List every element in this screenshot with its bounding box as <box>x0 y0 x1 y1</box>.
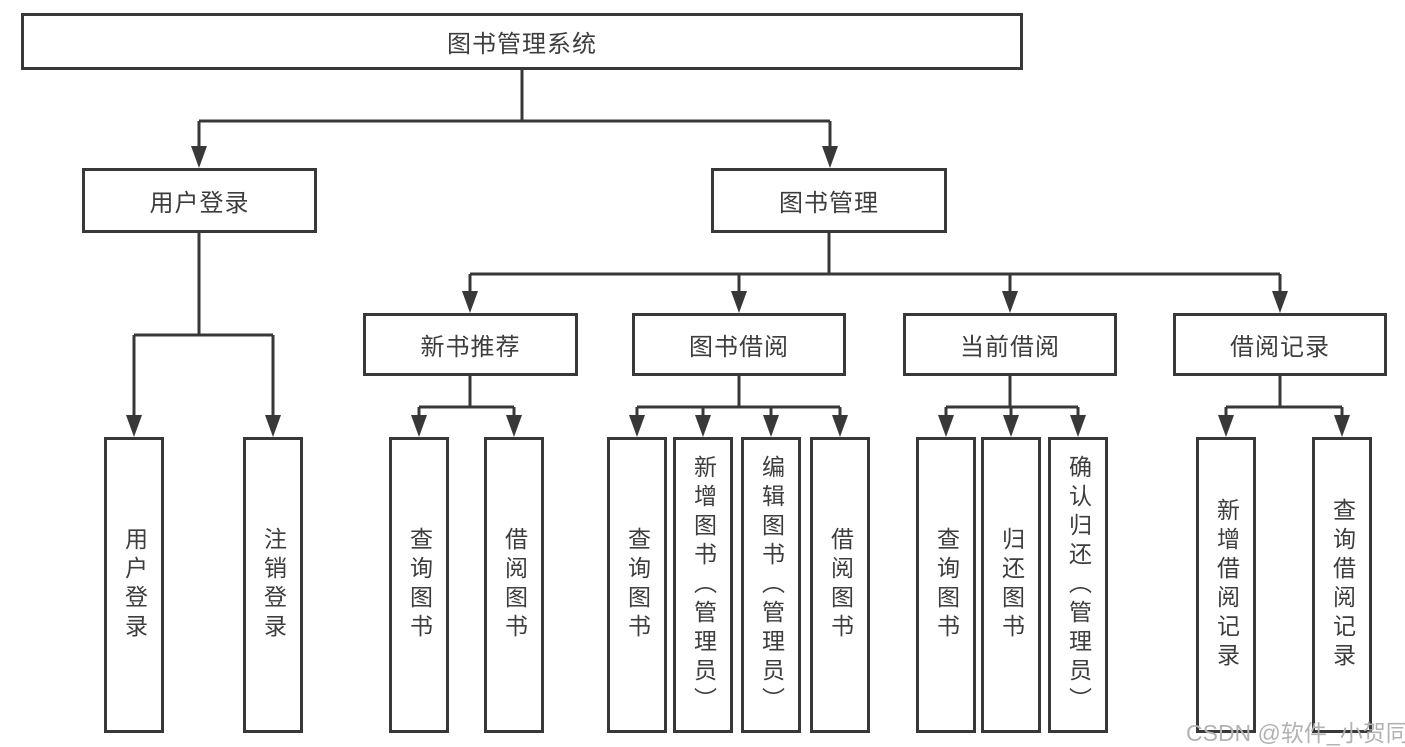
leaf-query-book-1-label: 查询图书 <box>406 527 433 643</box>
leaf-add-borrow-record: 新增借阅记录 <box>1196 437 1256 733</box>
connector-root <box>197 70 832 150</box>
leaf-add-book-admin-label: 新增图书（管理员） <box>690 454 717 716</box>
connector-current-borrow <box>944 376 1080 419</box>
leaf-query-book-2-label: 查询图书 <box>624 527 651 643</box>
node-book-management: 图书管理 <box>711 168 947 233</box>
connector-borrow-record <box>1224 376 1344 419</box>
leaf-add-book-admin: 新增图书（管理员） <box>673 437 733 733</box>
leaf-query-book-3: 查询图书 <box>916 437 976 733</box>
leaf-add-borrow-record-label: 新增借阅记录 <box>1213 498 1240 672</box>
connector-user-login <box>132 233 275 419</box>
leaf-borrow-book-1: 借阅图书 <box>484 437 544 733</box>
node-new-book-recommend: 新书推荐 <box>363 313 578 376</box>
leaf-edit-book-admin-label: 编辑图书（管理员） <box>758 454 785 716</box>
leaf-borrow-book-2: 借阅图书 <box>810 437 870 733</box>
leaf-user-login: 用户登录 <box>104 437 164 733</box>
connector-new-book <box>417 376 516 419</box>
leaf-borrow-book-1-label: 借阅图书 <box>501 527 528 643</box>
leaf-user-login-label: 用户登录 <box>121 527 148 643</box>
leaf-query-borrow-record-label: 查询借阅记录 <box>1329 498 1356 672</box>
leaf-query-borrow-record: 查询借阅记录 <box>1312 437 1372 733</box>
leaf-query-book-1: 查询图书 <box>389 437 449 733</box>
leaf-return-book-label: 归还图书 <box>998 527 1025 643</box>
node-current-borrow: 当前借阅 <box>903 313 1117 376</box>
leaf-logout: 注销登录 <box>243 437 303 733</box>
csdn-watermark: CSDN @软件_小贺同学 <box>1186 720 1405 746</box>
leaf-return-book: 归还图书 <box>981 437 1041 733</box>
leaf-query-book-2: 查询图书 <box>607 437 667 733</box>
leaf-edit-book-admin: 编辑图书（管理员） <box>741 437 801 733</box>
node-book-borrow: 图书借阅 <box>632 313 846 376</box>
node-user-login: 用户登录 <box>82 168 317 233</box>
connector-book-management <box>468 233 1282 295</box>
leaf-borrow-book-2-label: 借阅图书 <box>827 527 854 643</box>
arrowheads <box>126 146 1350 437</box>
connector-book-borrow <box>635 376 842 419</box>
node-borrow-record: 借阅记录 <box>1173 313 1387 376</box>
leaf-confirm-return-admin: 确认归还（管理员） <box>1048 437 1108 733</box>
leaf-logout-label: 注销登录 <box>260 527 287 643</box>
leaf-query-book-3-label: 查询图书 <box>933 527 960 643</box>
leaf-confirm-return-admin-label: 确认归还（管理员） <box>1065 454 1092 716</box>
node-root-system: 图书管理系统 <box>21 13 1023 70</box>
